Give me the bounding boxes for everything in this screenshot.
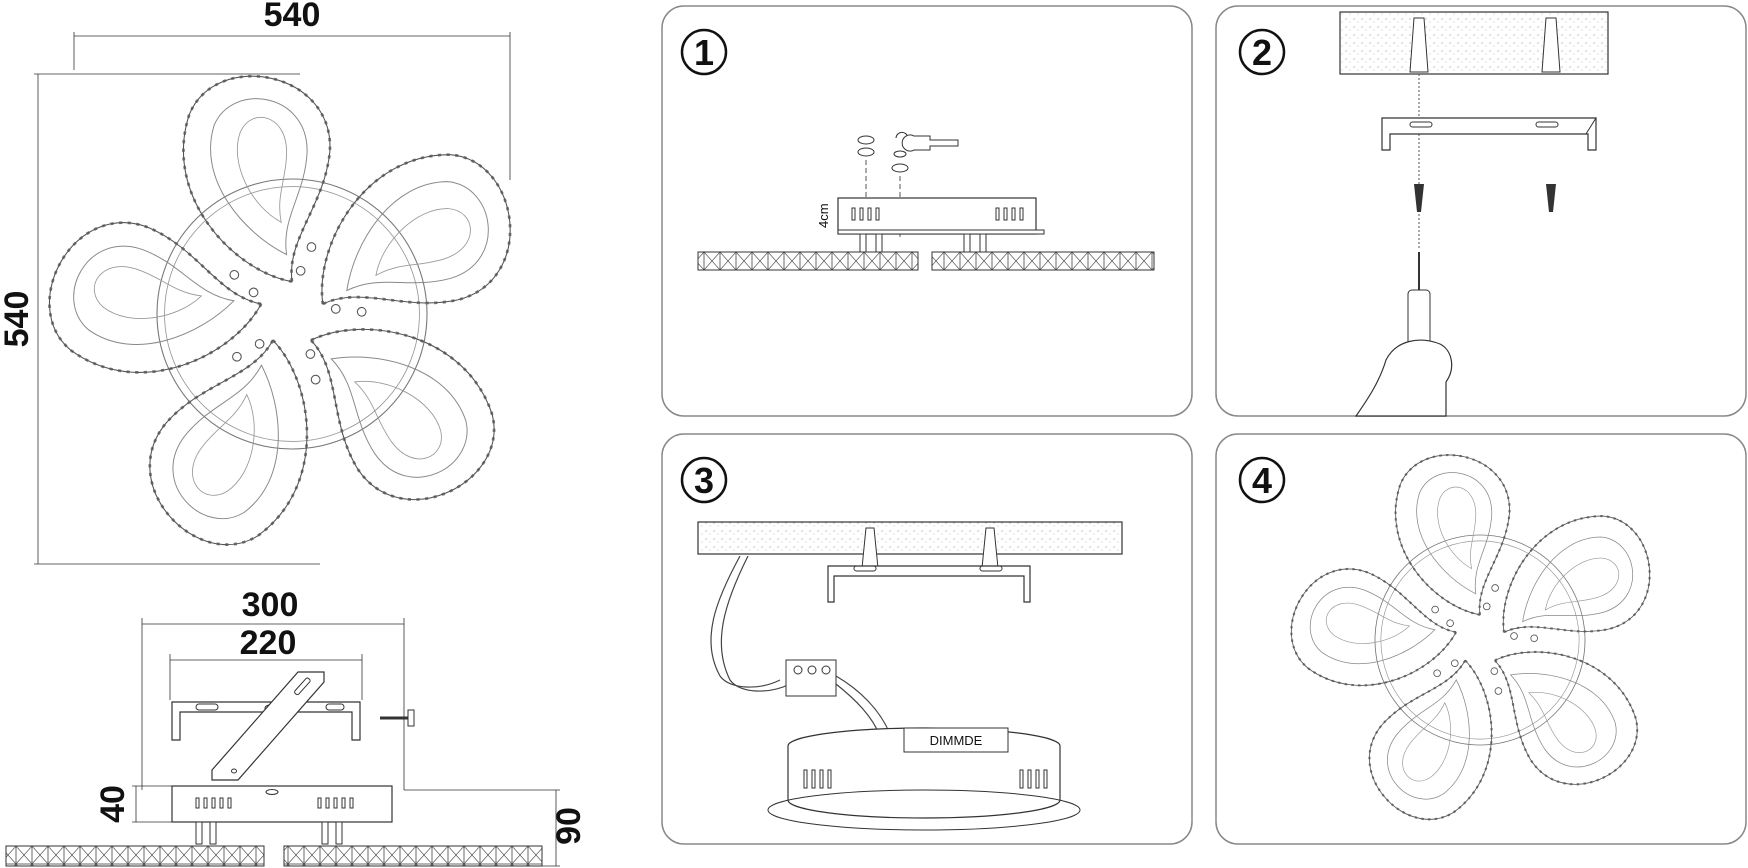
step-2-number: 2 [1252, 32, 1272, 73]
plan-view: 540 540 [0, 0, 530, 570]
chandelier-plan-drawing [32, 76, 530, 570]
driver-label: DIMMDE [930, 733, 983, 748]
dimension-canopy-label: 300 [242, 586, 299, 624]
dimension-width-label: 540 [264, 0, 321, 34]
step-1-number: 1 [694, 32, 714, 73]
step-1-panel: 1 4cm [661, 5, 1193, 417]
step-3-number: 3 [694, 460, 714, 501]
dimension-total-height-label: 90 [550, 807, 588, 845]
step-2-panel: 2 [1215, 5, 1747, 417]
dimension-height-label: 540 [0, 291, 36, 348]
step-3-panel: 3 DIMMDE [661, 433, 1193, 845]
canopy-height-mark: 4cm [816, 203, 831, 228]
dimension-canopy-height-label: 40 [94, 785, 132, 823]
step-4-panel: 4 [1215, 433, 1747, 845]
step-4-number: 4 [1252, 460, 1272, 501]
side-view: 300 220 40 [5, 586, 588, 867]
dimension-bracket-label: 220 [240, 624, 297, 662]
